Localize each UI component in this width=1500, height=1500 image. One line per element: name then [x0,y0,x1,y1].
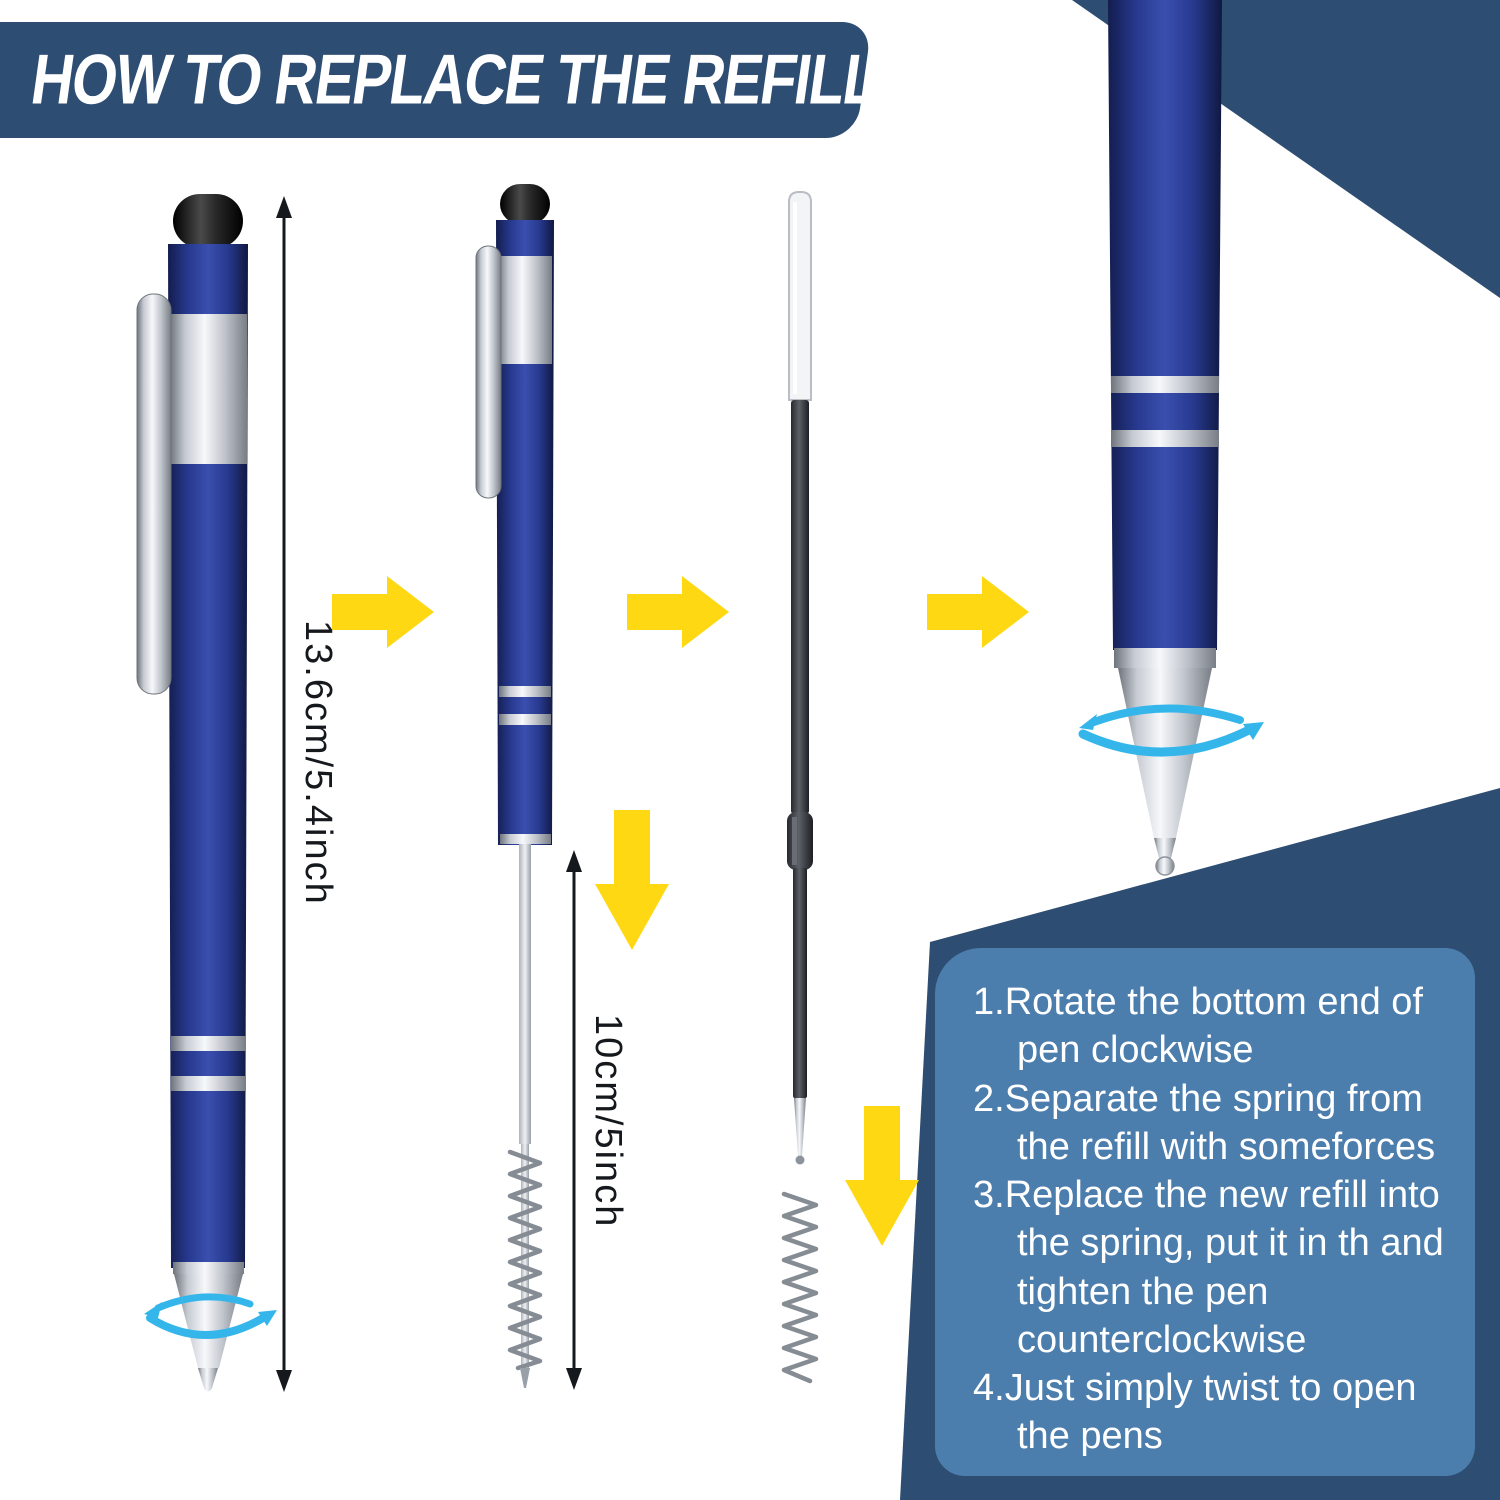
pen-clip [475,245,502,499]
instruction-step-3: 3.Replace the new refill into the spring… [973,1174,1444,1361]
yellow-right-arrow-1 [332,576,434,648]
cyan-rotation-arrow [1078,704,1264,757]
barrel-end-ring [500,834,551,844]
cyan-rotation-arrow [144,1293,277,1339]
refill-tip-ball [795,1155,805,1165]
refill-clear-tube [788,191,812,401]
pen-barrel [168,244,248,1268]
refill-and-spring-illustration [781,191,819,1384]
stylus-tip [500,184,550,224]
clip-collar [170,314,247,464]
instruction-step-4: 4.Just simply twist to open the pens [973,1367,1417,1458]
tip-collar [1114,648,1216,668]
refill-joint [787,812,813,870]
barrel-ring [171,1076,246,1091]
barrel-ring [171,1036,246,1051]
stylus-tip [173,194,243,248]
tip-cone [174,1274,243,1368]
pen-clip [136,293,172,695]
barrel-ring [499,714,551,725]
instructions-panel: 1.Rotate the bottom end of pen clockwise… [935,948,1475,1476]
barrel-ring [1111,430,1219,447]
refill-tip-cone [794,1098,806,1156]
yellow-right-arrow-3 [927,576,1029,648]
joint-highlight [792,817,797,865]
ballpoint-ball [1155,856,1175,876]
ballpoint-tip [198,1368,218,1392]
barrel-ring [1111,376,1219,393]
spring [507,1149,543,1371]
clip-collar [498,256,552,364]
page-title: HOW TO REPLACE THE REFILL? [26,40,918,120]
refill-ink-rod [791,400,809,814]
refill-ink-rod-lower [793,868,807,1098]
tip-ring [173,1262,244,1274]
pen-barrel [1108,0,1222,650]
dimension-label-pen-length: 13.6cm/5.4inch [297,620,339,906]
yellow-down-arrow-2 [845,1106,919,1246]
pen-open-illustration [475,184,554,1388]
tube-highlight [793,202,797,394]
instruction-step-2: 2.Separate the spring from the refill wi… [973,1077,1436,1168]
instruction-step-1: 1.Rotate the bottom end of pen clockwise [973,981,1423,1072]
dimension-arrow-refill-length [566,850,582,1390]
dimension-arrow-pen-length [276,196,292,1392]
refill-rod [519,844,531,1144]
pen-full-illustration [136,194,248,1392]
dimension-label-refill-length: 10cm/5inch [587,1014,629,1229]
yellow-right-arrow-2 [627,576,729,648]
barrel-ring [499,686,551,697]
title-banner: HOW TO REPLACE THE REFILL? [0,22,917,138]
refill-tip [520,1368,530,1388]
tip-rod [1154,838,1176,858]
spring [781,1191,819,1384]
yellow-down-arrow-1 [595,810,669,950]
